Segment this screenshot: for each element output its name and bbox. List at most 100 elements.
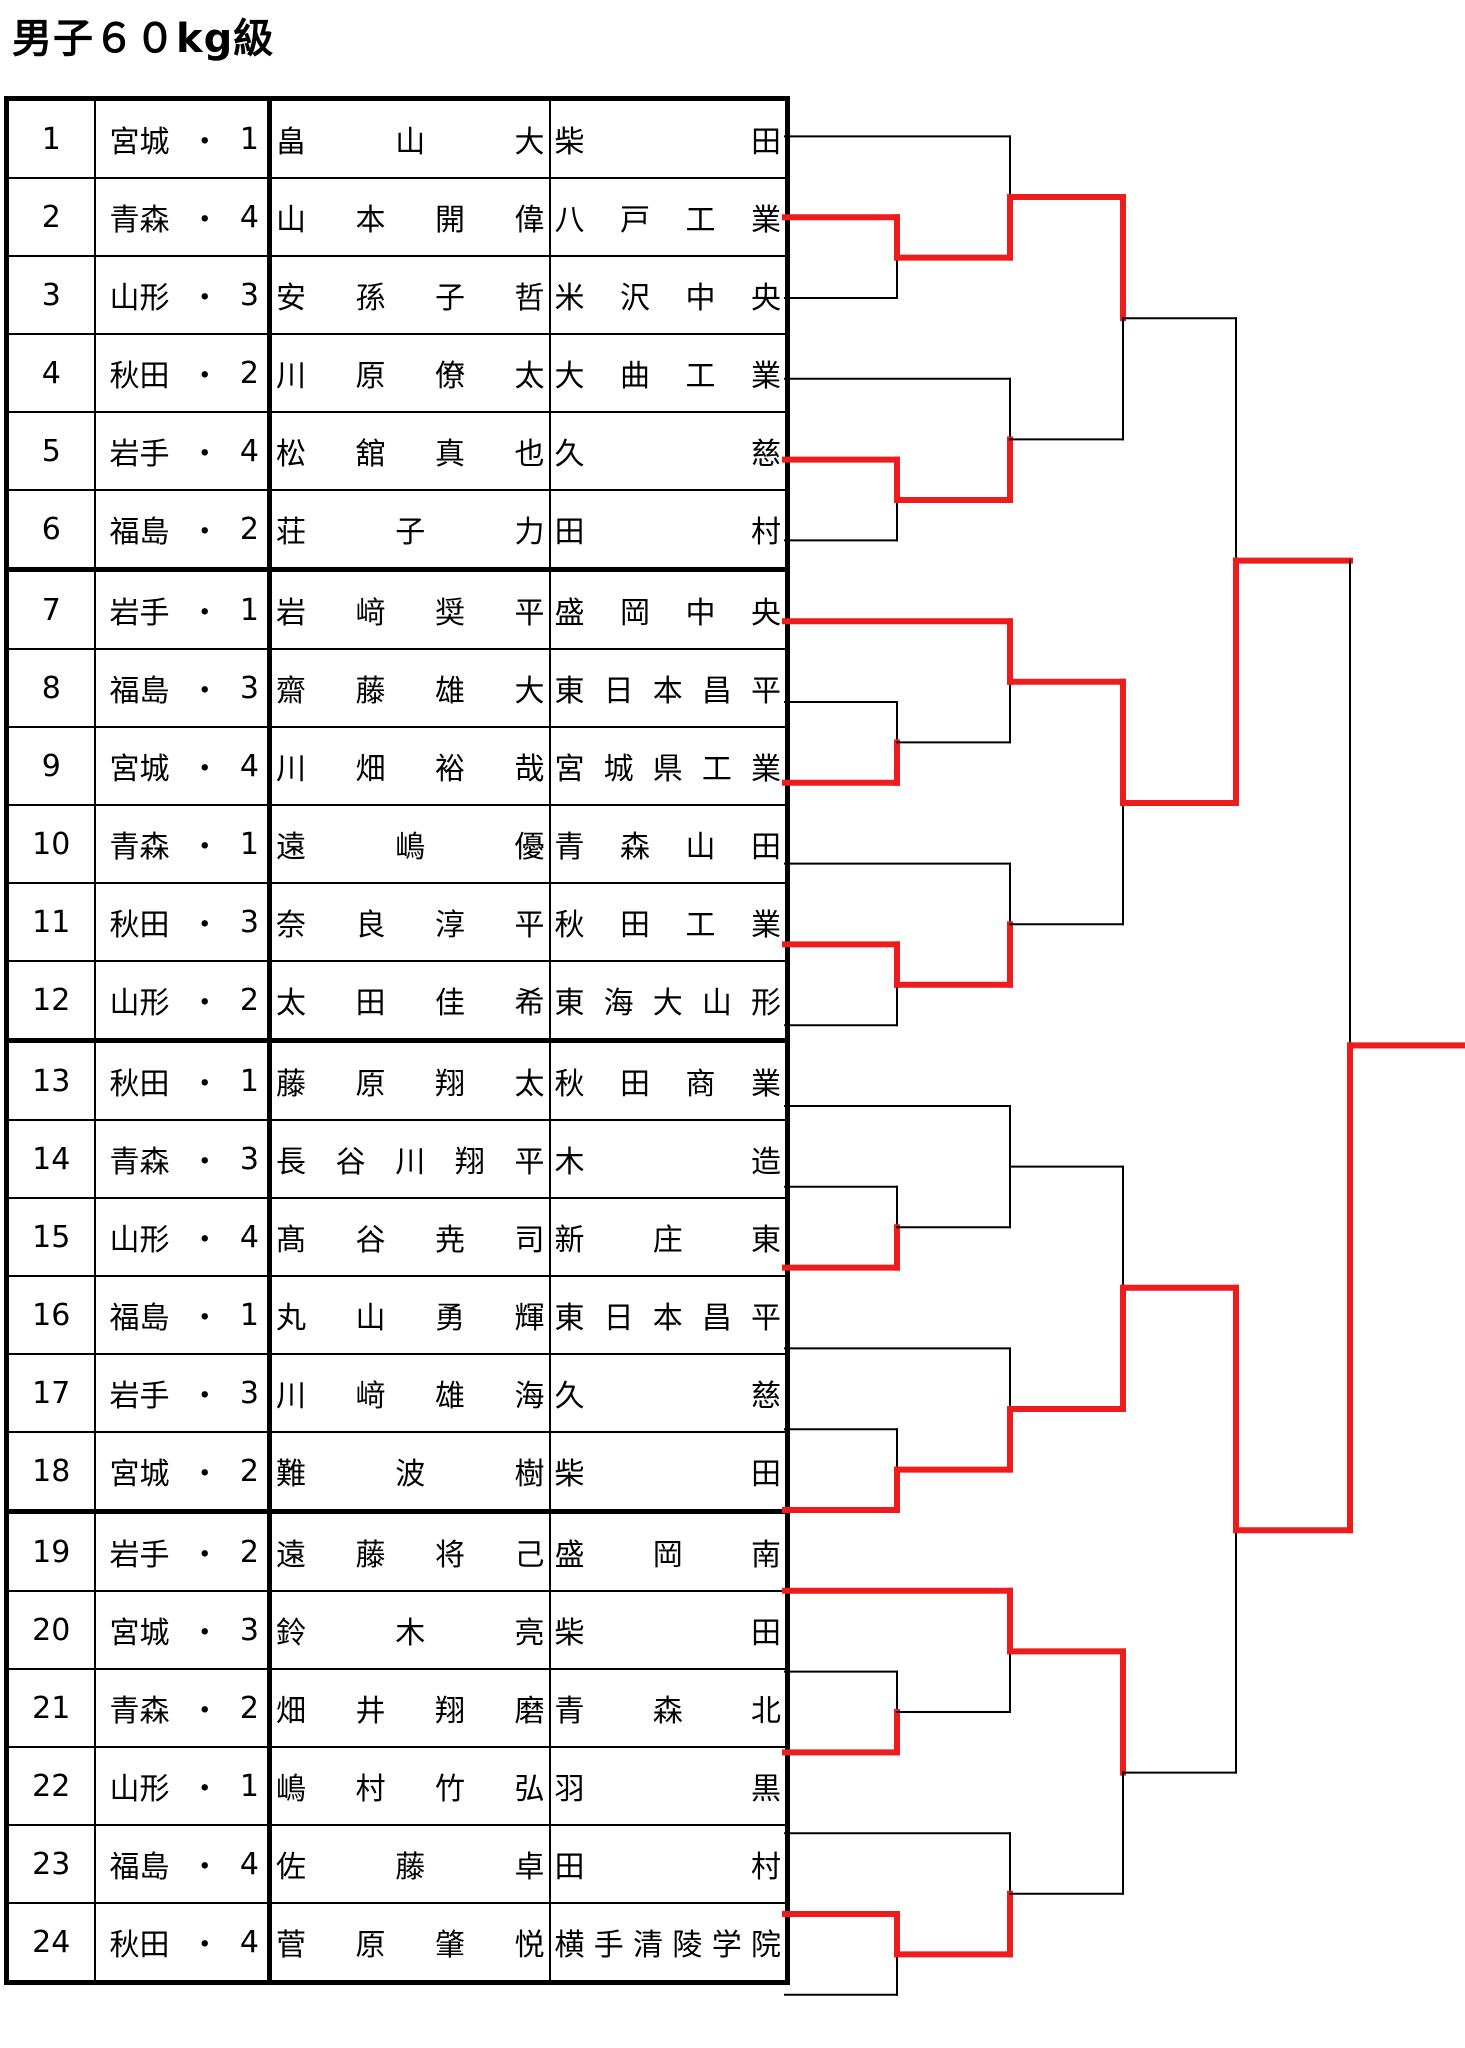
school-name-char: 学: [711, 1928, 742, 1963]
prefecture-seed: 2: [239, 511, 259, 547]
entry-number: 16: [4, 1275, 96, 1355]
athlete-name-char: 真: [435, 437, 465, 472]
school-name-char: 木: [554, 1145, 585, 1180]
athlete-name-char: 雄: [435, 1379, 465, 1414]
school-name: 新庄東: [548, 1197, 790, 1277]
athlete-name-char: 平: [514, 596, 545, 631]
athlete-name-char: 太: [514, 1067, 545, 1102]
athlete-name: 長谷川翔平: [268, 1119, 551, 1199]
entry-number: 13: [4, 1038, 96, 1121]
athlete-name-char: 荘: [276, 515, 306, 550]
school-name-char: 村: [751, 1850, 781, 1885]
prefecture-name: 岩手: [109, 1379, 170, 1414]
prefecture-seed: 2: [239, 355, 259, 391]
athlete-name-char: 子: [435, 281, 465, 316]
athlete-name-char: 悦: [514, 1928, 545, 1963]
entry-number: 2: [4, 177, 96, 257]
prefecture-name: 青森: [109, 203, 170, 238]
athlete-name: 畑井翔磨: [268, 1668, 551, 1748]
school-name-char: 慈: [751, 437, 781, 472]
athlete-name-char: 孫: [355, 281, 386, 316]
athlete-name-char: 奈: [276, 908, 306, 943]
school-name: 盛岡中央: [548, 567, 790, 650]
entry-number: 22: [4, 1746, 96, 1826]
athlete-name-char: 川: [276, 359, 306, 394]
athlete-name-char: 原: [355, 1067, 386, 1102]
prefecture-seed: 1: [239, 826, 259, 862]
athlete-name: 丸山勇輝: [268, 1275, 551, 1355]
school-name-char: 央: [751, 281, 781, 316]
separator-dot: ・: [189, 1850, 220, 1885]
page-title: 男子６０kg級: [12, 16, 275, 62]
athlete-name-char: 偉: [514, 203, 545, 238]
school-name-char: 商: [685, 1067, 716, 1102]
prefecture-seed: 2: [239, 1690, 259, 1726]
athlete-name-char: 力: [514, 515, 545, 550]
athlete-name-char: 勇: [435, 1301, 465, 1336]
school-name-char: 工: [685, 908, 716, 943]
school-name: 柴田: [548, 96, 790, 179]
athlete-name-char: 嶋: [395, 830, 426, 865]
school-name-char: 黒: [751, 1772, 781, 1807]
athlete-name-char: 希: [514, 986, 545, 1021]
school-name-char: 青: [554, 1694, 585, 1729]
prefecture-seed: 1: [239, 592, 259, 628]
entry-number: 5: [4, 411, 96, 491]
prefecture-seed: 4: [239, 1219, 259, 1255]
entry-prefecture: 宮城・3: [93, 1590, 272, 1670]
entry-prefecture: 青森・2: [93, 1668, 272, 1748]
school-name-char: 昌: [701, 1301, 732, 1336]
athlete-name: 太田佳希: [268, 960, 551, 1042]
prefecture-seed: 3: [239, 277, 259, 313]
prefecture-seed: 2: [239, 1453, 259, 1489]
school-name-char: 森: [620, 830, 650, 865]
entry-number: 11: [4, 882, 96, 962]
athlete-name-char: 難: [276, 1457, 306, 1492]
athlete-name-char: 藤: [355, 674, 386, 709]
entry-number: 6: [4, 489, 96, 571]
prefecture-name: 福島: [109, 1850, 170, 1885]
school-name: 秋田工業: [548, 882, 790, 962]
prefecture-name: 宮城: [109, 125, 170, 160]
separator-dot: ・: [189, 908, 220, 943]
athlete-name-char: 藤: [276, 1067, 306, 1102]
athlete-name-char: 遠: [276, 830, 306, 865]
athlete-name-char: 岩: [276, 596, 306, 631]
school-name-char: 業: [751, 359, 781, 394]
athlete-name: 佐藤卓: [268, 1824, 551, 1904]
school-name-char: 平: [751, 674, 781, 709]
athlete-name-char: 舘: [355, 437, 386, 472]
prefecture-name: 山形: [109, 1223, 170, 1258]
athlete-name: 畠山大: [268, 96, 551, 179]
school-name-char: 田: [751, 125, 781, 160]
prefecture-seed: 4: [239, 1924, 259, 1960]
athlete-name-char: 大: [514, 125, 545, 160]
entry-prefecture: 福島・2: [93, 489, 272, 571]
school-name: 田村: [548, 1824, 790, 1904]
school-name-char: 大: [554, 359, 585, 394]
school-name-char: 宮: [554, 752, 585, 787]
athlete-name-char: 﨑: [355, 1379, 386, 1414]
athlete-name: 齋藤雄大: [268, 648, 551, 728]
prefecture-seed: 4: [239, 748, 259, 784]
athlete-name-char: 亮: [514, 1616, 545, 1651]
separator-dot: ・: [189, 1694, 220, 1729]
school-name-char: 盛: [554, 1538, 585, 1573]
athlete-name-char: 也: [514, 437, 545, 472]
prefecture-name: 山形: [109, 1772, 170, 1807]
athlete-name-char: 太: [514, 359, 545, 394]
school-name-char: 久: [554, 437, 585, 472]
school-name: 木造: [548, 1119, 790, 1199]
school-name-char: 田: [751, 1616, 781, 1651]
prefecture-seed: 4: [239, 433, 259, 469]
entry-number: 19: [4, 1509, 96, 1592]
school-name-char: 手: [593, 1928, 624, 1963]
athlete-name-char: 哲: [514, 281, 545, 316]
entry-prefecture: 青森・1: [93, 804, 272, 884]
